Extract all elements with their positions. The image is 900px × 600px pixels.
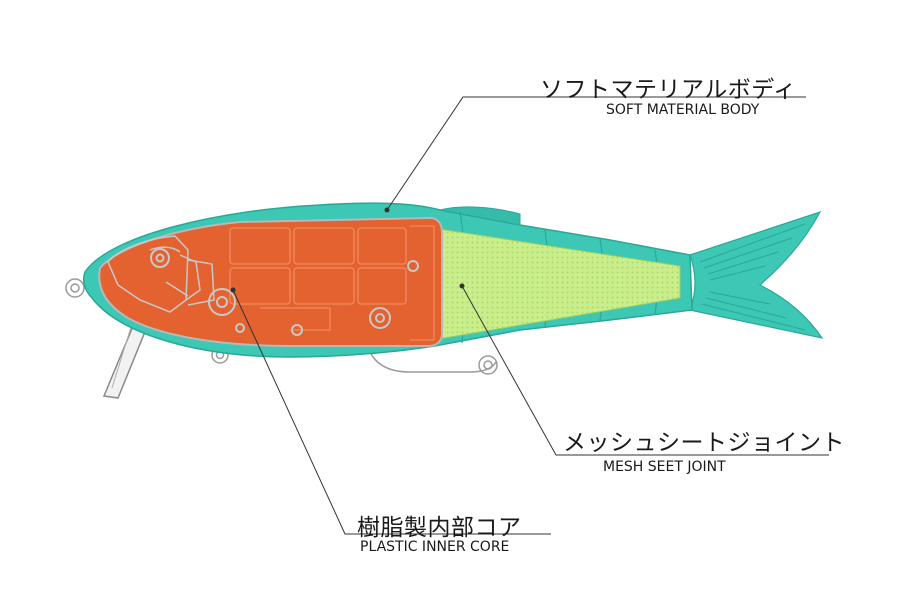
leader-lines xyxy=(230,96,829,535)
plastic-inner-core xyxy=(98,216,443,347)
belly-hanger xyxy=(211,346,498,375)
tail-fin xyxy=(689,210,824,339)
inner-core-label-jp: 樹脂製内部コア xyxy=(357,515,522,541)
inner-core-label-en: PLASTIC INNER CORE xyxy=(360,539,510,555)
soft-body-label-jp: ソフトマテリアルボディ xyxy=(540,77,797,103)
mesh-joint-label-jp: メッシュシートジョイント xyxy=(563,430,845,456)
soft-body-label-en: SOFT MATERIAL BODY xyxy=(606,102,760,118)
mesh-joint-label-en: MESH SEET JOINT xyxy=(603,459,726,475)
